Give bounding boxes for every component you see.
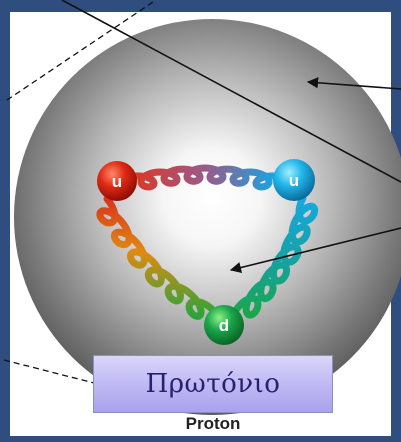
quark-top-right-label: u bbox=[289, 171, 299, 190]
left-frame-strip bbox=[0, 0, 10, 442]
quark-top-left-label: u bbox=[112, 172, 122, 191]
quark-top-left: u bbox=[97, 161, 137, 201]
top-frame-strip bbox=[0, 0, 401, 12]
quark-bottom-label: d bbox=[219, 316, 229, 335]
pointer-line-long bbox=[61, 0, 401, 183]
gluon-top bbox=[132, 164, 278, 191]
quark-top-right: u bbox=[273, 159, 315, 201]
bottom-frame-strip bbox=[0, 436, 401, 442]
proton-sphere bbox=[14, 19, 401, 415]
caption-english: Proton bbox=[185, 414, 241, 433]
arrow-to-sphere bbox=[306, 77, 401, 90]
dashed-guide-bottom bbox=[3, 359, 99, 385]
gluon-left bbox=[96, 195, 217, 320]
caption-greek: Πρωτόνιο bbox=[145, 369, 281, 399]
arrow-to-gluon bbox=[229, 227, 401, 274]
quark-bottom: d bbox=[204, 305, 244, 345]
caption-box: Πρωτόνιο bbox=[93, 355, 333, 413]
